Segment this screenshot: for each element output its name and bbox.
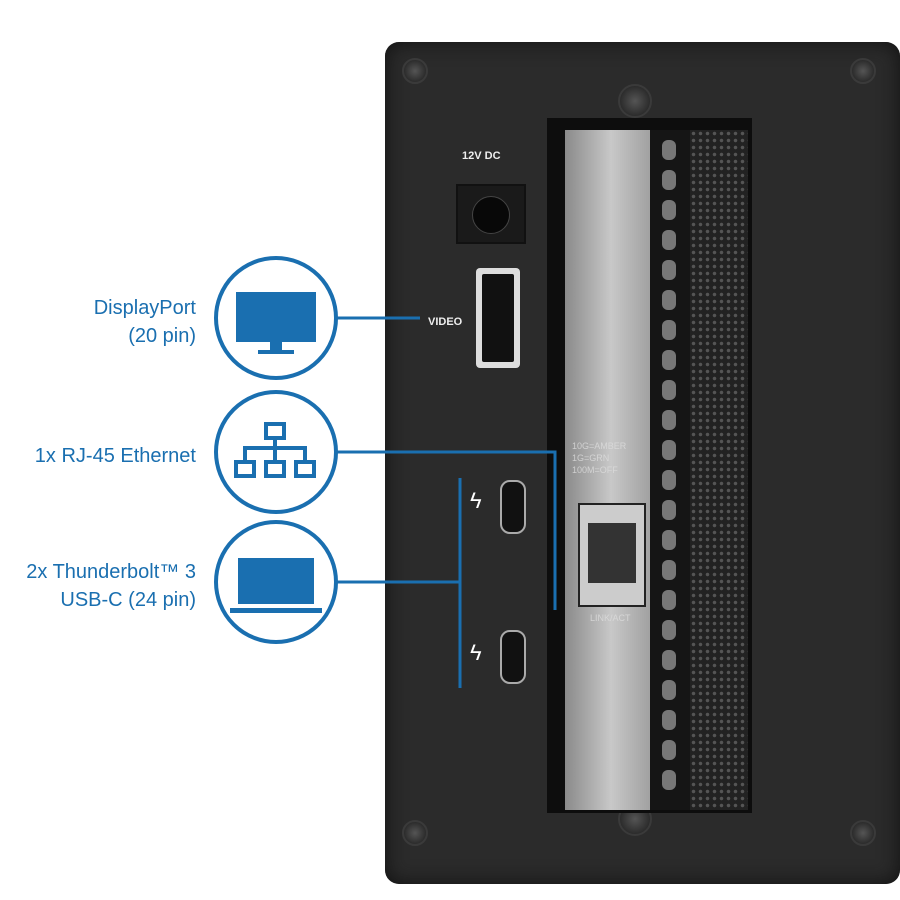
vent-mesh — [690, 130, 748, 810]
rj45-port[interactable] — [578, 503, 646, 607]
thunderbolt-port-1[interactable] — [500, 480, 526, 534]
vent-hole — [662, 710, 676, 730]
led-legend: 10G=AMBER 1G=GRN 100M=OFF — [572, 440, 626, 476]
vent-hole — [662, 290, 676, 310]
vent-hole — [662, 140, 676, 160]
vent-hole — [662, 470, 676, 490]
vent-hole — [662, 350, 676, 370]
led-legend-line: 1G=GRN — [572, 453, 610, 463]
video-label: VIDEO — [428, 316, 463, 328]
vent-hole — [662, 440, 676, 460]
callout-label-displayport: DisplayPort (20 pin) — [20, 294, 196, 350]
callout-line — [336, 450, 557, 610]
label-line: 1x RJ-45 Ethernet — [34, 445, 196, 467]
displayport-port[interactable] — [476, 268, 520, 368]
vent-hole — [662, 170, 676, 190]
vent-hole — [662, 380, 676, 400]
led-legend-line: 100M=OFF — [572, 465, 618, 475]
laptop-icon — [230, 558, 322, 613]
network-icon — [234, 422, 316, 478]
vent-strip — [650, 130, 690, 810]
vent-hole — [662, 650, 676, 670]
vent-hole — [662, 530, 676, 550]
label-line: (20 pin) — [128, 325, 196, 347]
vent-hole — [662, 770, 676, 790]
vent-hole — [662, 200, 676, 220]
screw — [402, 58, 428, 84]
vent-hole — [662, 230, 676, 250]
pcie-bracket — [565, 130, 657, 810]
screw — [850, 820, 876, 846]
screw — [402, 820, 428, 846]
monitor-icon — [236, 292, 316, 354]
label-line: DisplayPort — [93, 297, 196, 319]
vent-hole — [662, 500, 676, 520]
vent-hole — [662, 410, 676, 430]
thumbscrew — [618, 84, 652, 118]
vent-hole — [662, 740, 676, 760]
thunderbolt-icon: ϟ — [470, 488, 482, 513]
callout-label-thunderbolt: 2x Thunderbolt™ 3 USB-C (24 pin) — [0, 558, 196, 614]
vent-hole — [662, 620, 676, 640]
dc-power-jack[interactable] — [456, 184, 526, 244]
vent-hole — [662, 320, 676, 340]
link-act-label: LINK/ACT — [590, 613, 631, 623]
thunderbolt-icon: ϟ — [470, 640, 482, 665]
vent-hole — [662, 560, 676, 580]
thunderbolt-port-2[interactable] — [500, 630, 526, 684]
callout-label-ethernet: 1x RJ-45 Ethernet — [0, 442, 196, 470]
led-legend-line: 10G=AMBER — [572, 441, 627, 451]
vent-hole — [662, 260, 676, 280]
label-line: USB-C (24 pin) — [60, 589, 196, 611]
label-line: 2x Thunderbolt™ 3 — [26, 561, 196, 583]
power-label: 12V DC — [462, 150, 501, 162]
vent-hole — [662, 680, 676, 700]
screw — [850, 58, 876, 84]
vent-hole — [662, 590, 676, 610]
